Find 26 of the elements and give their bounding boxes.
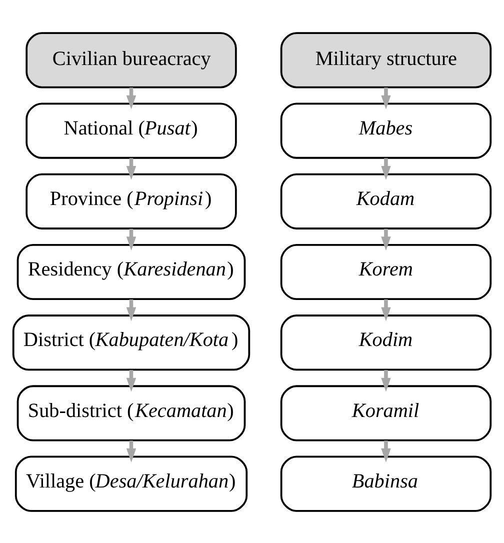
node-box: Kodim	[280, 314, 492, 370]
arrow	[126, 87, 136, 109]
node-box: Civilian bureacracy	[26, 32, 237, 88]
arrow	[126, 228, 136, 250]
arrow	[381, 87, 391, 109]
node-box: District (Kabupaten/Kota)	[12, 314, 250, 370]
arrow	[381, 158, 391, 180]
arrow	[381, 440, 391, 462]
node-box: Mabes	[280, 102, 492, 158]
arrow	[381, 298, 391, 321]
arrow	[126, 158, 136, 180]
node-box: Koramil	[280, 384, 492, 441]
node-box: Kodam	[280, 172, 492, 229]
arrow	[126, 370, 136, 392]
node-box: Military structure	[280, 32, 492, 88]
arrow	[126, 298, 136, 321]
node-box: Residency (Karesidenan)	[16, 243, 246, 300]
node-box: Province (Propinsi)	[26, 172, 237, 229]
arrow	[126, 440, 136, 462]
node-box: National (Pusat)	[26, 102, 237, 158]
node-box: Babinsa	[280, 455, 492, 512]
arrow	[381, 228, 391, 250]
arrow	[381, 370, 391, 392]
node-box: Korem	[280, 243, 492, 300]
node-box: Sub-district (Kecamatan)	[16, 384, 246, 441]
node-box: Village (Desa/Kelurahan)	[14, 455, 248, 512]
